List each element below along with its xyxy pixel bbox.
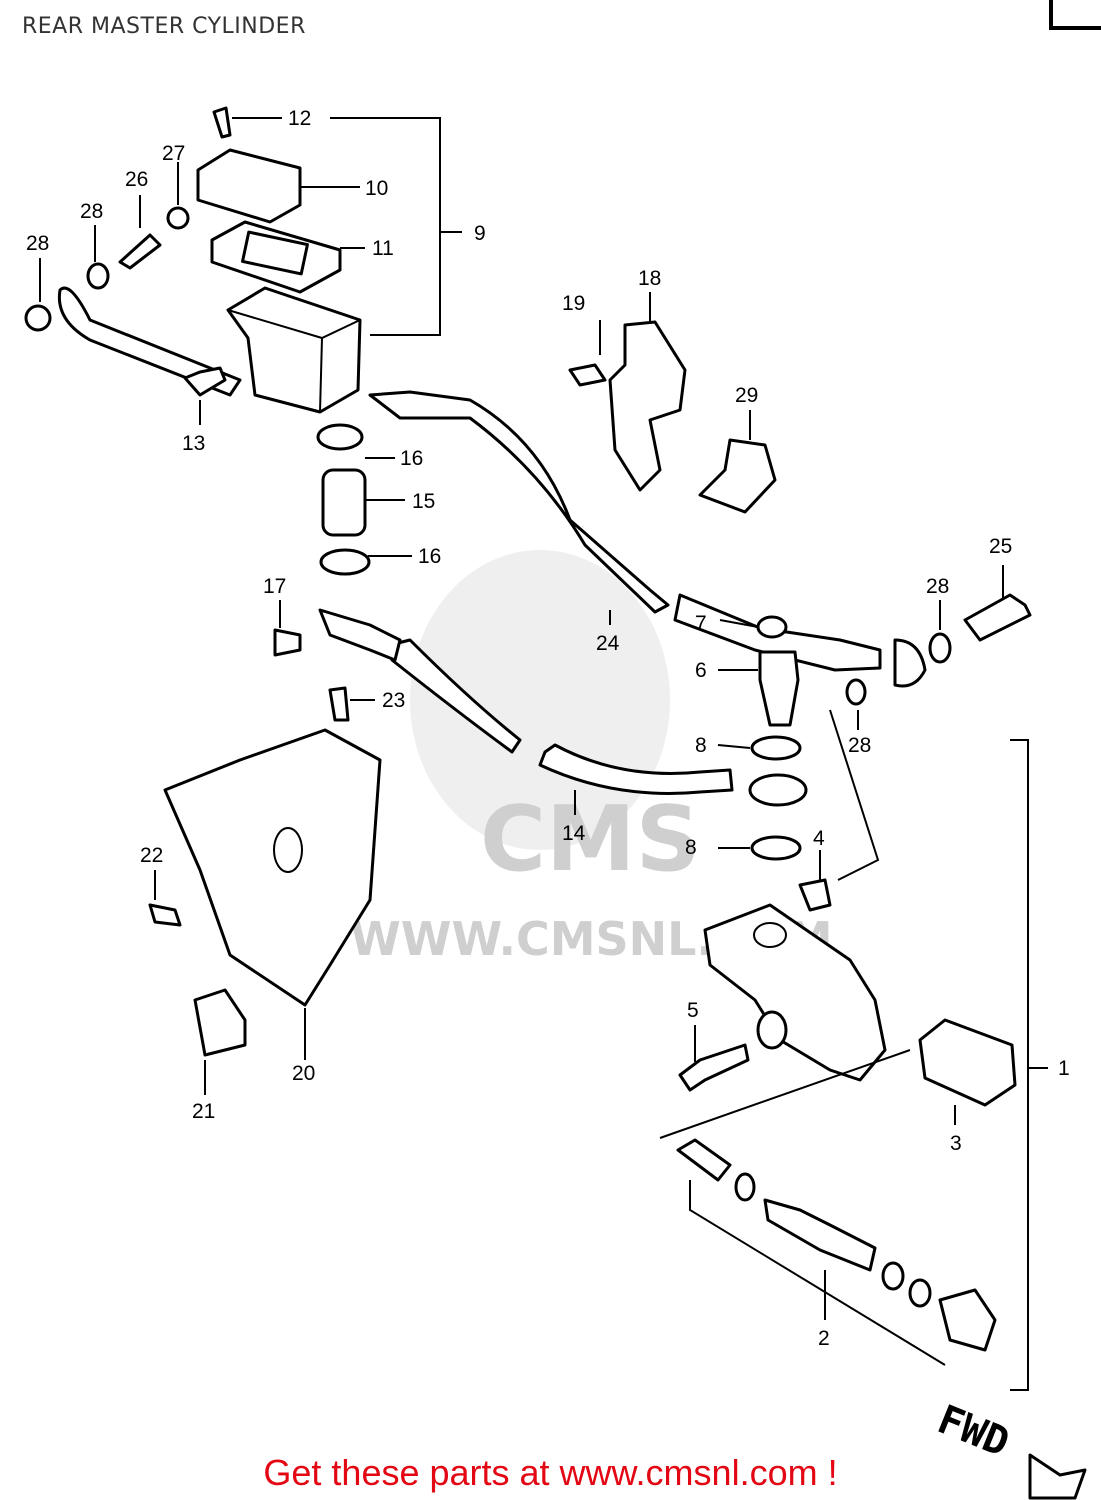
callout-21: 21 <box>192 1100 215 1123</box>
washer-8-b <box>750 835 802 861</box>
callout-25: 25 <box>989 535 1012 558</box>
bracket-18 <box>608 320 687 492</box>
union-bolt-26 <box>118 233 162 270</box>
hose-14-upper <box>388 638 522 754</box>
callout-9: 9 <box>474 222 486 245</box>
hose-banjo-fitting <box>893 638 927 688</box>
fwd-arrow-icon <box>1028 1453 1087 1500</box>
circlip <box>908 1278 932 1308</box>
callout-17: 17 <box>263 575 286 598</box>
hose-reservoir <box>57 286 242 397</box>
bolt-5 <box>678 1043 750 1092</box>
washer-28-a <box>86 262 110 290</box>
joint-hose-15 <box>321 468 367 537</box>
bolt-19 <box>568 363 607 387</box>
clamp-13 <box>183 366 227 397</box>
callout-8-upper: 8 <box>695 734 707 757</box>
screw-12 <box>212 106 232 139</box>
callout-11: 11 <box>372 237 394 260</box>
piston <box>763 1198 877 1272</box>
bolt-17 <box>273 628 302 657</box>
callout-19: 19 <box>562 292 585 315</box>
leader-group-9 <box>330 117 441 336</box>
washer-28-c <box>928 632 952 664</box>
bolt-22 <box>148 903 182 927</box>
watermark-logo-text: CMS <box>480 787 700 892</box>
bolt-23 <box>328 686 350 722</box>
cms-watermark: CMS WWW.CMSNL.COM <box>350 550 833 966</box>
callout-15: 15 <box>412 490 435 513</box>
callout-22: 22 <box>140 844 163 867</box>
diaphragm-plate <box>241 230 309 276</box>
callout-23: 23 <box>382 689 405 712</box>
callout-10: 10 <box>365 177 388 200</box>
spring <box>676 1138 732 1182</box>
callout-1: 1 <box>1058 1057 1070 1080</box>
clamp-16-b <box>319 548 371 576</box>
callout-16-upper: 16 <box>400 447 423 470</box>
reservoir-tank <box>226 286 362 414</box>
callout-28-d: 28 <box>848 734 871 757</box>
callout-7: 7 <box>695 612 707 635</box>
callout-28-b: 28 <box>26 232 49 255</box>
footer-promo-text[interactable]: Get these parts at www.cmsnl.com ! <box>263 1452 838 1493</box>
callout-5: 5 <box>687 999 699 1022</box>
bracket-29 <box>698 438 777 514</box>
clip-4 <box>798 878 832 912</box>
dust-boot-3 <box>918 1018 1017 1107</box>
callout-14: 14 <box>562 822 586 845</box>
bracket-21 <box>193 988 247 1057</box>
callout-2: 2 <box>818 1327 830 1350</box>
cap-7 <box>756 615 788 639</box>
master-cylinder-body <box>703 903 887 1082</box>
hose-14-lower <box>538 743 734 795</box>
banjo-fitting-14 <box>748 773 808 807</box>
page-corner-mark <box>1049 0 1101 30</box>
reservoir-cap <box>196 148 302 224</box>
callout-labels: 1 2 3 4 5 6 7 8 8 9 10 11 12 13 14 15 16… <box>26 107 1070 1350</box>
mounting-boss <box>756 1010 788 1050</box>
callout-6: 6 <box>695 659 707 682</box>
union-bolt-25 <box>963 593 1032 642</box>
washer-8-a <box>750 735 802 761</box>
reservoir-assembly <box>24 106 362 414</box>
callout-13: 13 <box>182 432 205 455</box>
hose-joint-bracket <box>318 608 402 662</box>
callout-27: 27 <box>162 142 185 165</box>
piston-kit-2 <box>676 1138 997 1352</box>
side-cover-20 <box>163 728 382 1007</box>
leader-lines <box>39 117 1048 1391</box>
callout-20: 20 <box>292 1062 315 1085</box>
fitting-6 <box>758 650 800 727</box>
callout-29: 29 <box>735 384 758 407</box>
callout-3: 3 <box>950 1132 962 1155</box>
primary-cup <box>734 1172 756 1202</box>
callout-12: 12 <box>288 107 311 130</box>
callout-16-lower: 16 <box>418 545 441 568</box>
secondary-cup <box>881 1261 905 1291</box>
washer-28-b <box>24 304 52 332</box>
callout-18: 18 <box>638 267 661 290</box>
callout-4: 4 <box>813 827 825 850</box>
callout-24: 24 <box>596 632 620 655</box>
callout-26: 26 <box>125 168 148 191</box>
brake-hose-24 <box>368 390 670 614</box>
callout-28-c: 28 <box>926 575 949 598</box>
callout-28-a: 28 <box>80 200 103 223</box>
clamp-16-a <box>316 423 364 451</box>
callout-8-lower: 8 <box>685 836 697 859</box>
grommet-27 <box>166 206 190 230</box>
washer-28-d <box>845 678 867 706</box>
push-rod-boot <box>938 1288 997 1352</box>
diagram-title: REAR MASTER CYLINDER <box>22 14 306 39</box>
